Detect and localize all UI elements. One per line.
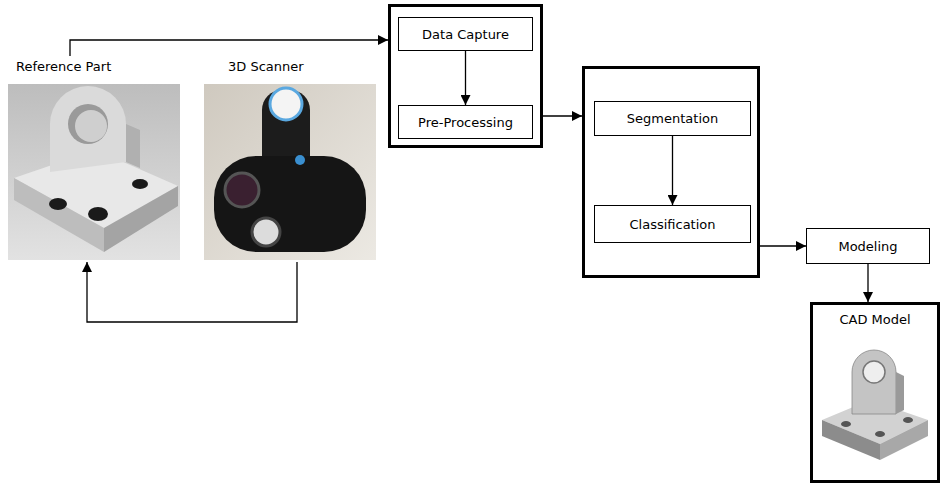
arrow-connector [760,245,806,246]
upright-hole [68,104,108,144]
scanner-button [295,155,305,165]
base-side [104,186,178,252]
process-box: Pre-Processing [398,105,533,139]
hole [132,179,148,189]
reference-part-photo [8,84,180,260]
arrow-connector [87,262,297,322]
arrow-connector [672,136,673,205]
hole [49,198,67,210]
scanner-body [214,156,366,252]
part-label: Reference Part [8,56,182,262]
output-box: CAD Model [810,302,940,483]
process-box: Modeling [806,228,930,264]
arrow-connector [70,40,388,56]
process-box: Classification [594,205,751,243]
upright [50,86,126,172]
node-text: Segmentation [627,111,718,126]
upright-hole-inner [75,110,107,142]
upright-side [896,372,904,414]
upright [852,350,896,414]
scanner-photo [204,84,376,260]
node-text: Classification [629,217,715,232]
scanner-lens [252,218,280,246]
hole [903,417,913,423]
node-text: Data Capture [422,27,509,42]
scanner-light [270,88,302,120]
cad-model-render [822,350,928,460]
photo-ground [204,84,376,260]
upright-side [126,124,140,168]
arrow-connector [543,115,582,116]
hole [841,421,851,427]
node-text: 3D Scanner [228,59,304,74]
base-front [822,420,880,460]
node-text: Reference Part [16,59,111,74]
photo-ground [8,84,180,260]
node-text: Modeling [838,239,897,254]
stage-group: SegmentationClassification [582,66,760,278]
hole [875,431,885,437]
process-box: Data Capture [398,17,533,51]
stage-group: Data CapturePre-Processing [388,4,543,148]
process-box: Segmentation [594,101,751,136]
scanner-label: 3D Scanner [204,56,376,262]
node-text: Pre-Processing [418,115,513,130]
base-side [880,420,928,460]
node-text: CAD Model [839,312,910,327]
arrow-connector [867,264,868,302]
arrow-connector [465,51,466,105]
scanner-lens [225,173,259,207]
hole [88,207,108,221]
upright-hole [863,361,885,383]
